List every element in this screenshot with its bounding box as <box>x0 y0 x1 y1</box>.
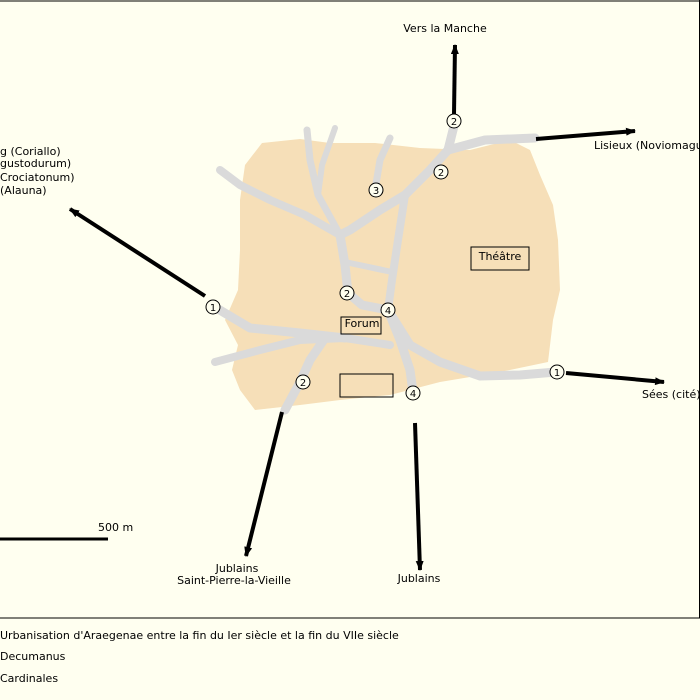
label-northeast: Lisieux (Noviomagus) <box>594 139 700 152</box>
marker-centre: 2 <box>339 285 355 301</box>
svg-text:2: 2 <box>438 168 444 179</box>
svg-text:2: 2 <box>300 378 306 389</box>
scale-label: 500 m <box>98 521 133 534</box>
marker-north-centre: 3 <box>368 182 384 198</box>
arrow-southwest <box>244 411 284 557</box>
svg-text:2: 2 <box>344 289 350 300</box>
svg-text:1: 1 <box>554 368 560 379</box>
svg-text:1: 1 <box>210 303 216 314</box>
unnamed-building <box>339 373 394 398</box>
road-east <box>383 305 561 381</box>
label-southwest-line2: Saint-Pierre-la-Vieille <box>177 574 291 587</box>
road-northeast <box>443 133 540 155</box>
arrow-south <box>413 422 424 571</box>
label-east: Sées (cité) <box>642 388 700 401</box>
forum-building <box>340 316 382 335</box>
arrow-north <box>450 44 459 115</box>
legend-decumanus: Decumanus <box>0 650 66 663</box>
road-northwest-b <box>303 126 344 239</box>
road-cross-link <box>342 259 395 275</box>
svg-text:4: 4 <box>385 306 391 317</box>
road-north-short <box>371 134 394 194</box>
label-northwest-line1: g (Coriallo) <box>0 145 61 158</box>
road-markers: 1 2 2 3 2 4 2 4 <box>205 113 565 401</box>
road-west-b <box>211 334 394 366</box>
label-southwest-line1: Jublains <box>215 562 259 575</box>
road-centre-diagonal <box>384 191 409 314</box>
marker-south: 4 <box>405 385 421 401</box>
road-southwest <box>280 333 330 415</box>
marker-north-outer: 2 <box>446 113 462 129</box>
svg-text:3: 3 <box>373 186 379 197</box>
marker-west: 1 <box>205 299 221 315</box>
svg-text:4: 4 <box>410 389 416 400</box>
arrow-east <box>565 371 665 386</box>
label-northwest-line4: (Alauna) <box>0 184 47 197</box>
label-northwest-line2: gustodurum) <box>0 157 71 170</box>
road-northwest-a <box>216 166 344 239</box>
arrow-northeast <box>535 127 636 141</box>
exit-arrows <box>68 44 665 571</box>
marker-east: 1 <box>549 364 565 380</box>
marker-north-inner: 2 <box>433 164 449 180</box>
label-northwest-line3: Crociatonum) <box>0 171 75 184</box>
marker-southwest: 2 <box>295 374 311 390</box>
svg-text:2: 2 <box>451 117 457 128</box>
label-north: Vers la Manche <box>403 22 487 35</box>
marker-forum: 4 <box>380 302 396 318</box>
arrow-northwest <box>68 207 207 298</box>
road-northwest-c <box>315 125 338 198</box>
theatre-building <box>470 246 530 271</box>
legend-cardinales: Cardinales <box>0 672 58 685</box>
theatre-label: Théâtre <box>478 250 522 263</box>
forum-label: Forum <box>345 317 380 330</box>
legend-urbanisation: Urbanisation d'Araegenae entre la fin du… <box>0 629 399 642</box>
label-south: Jublains <box>397 572 441 585</box>
